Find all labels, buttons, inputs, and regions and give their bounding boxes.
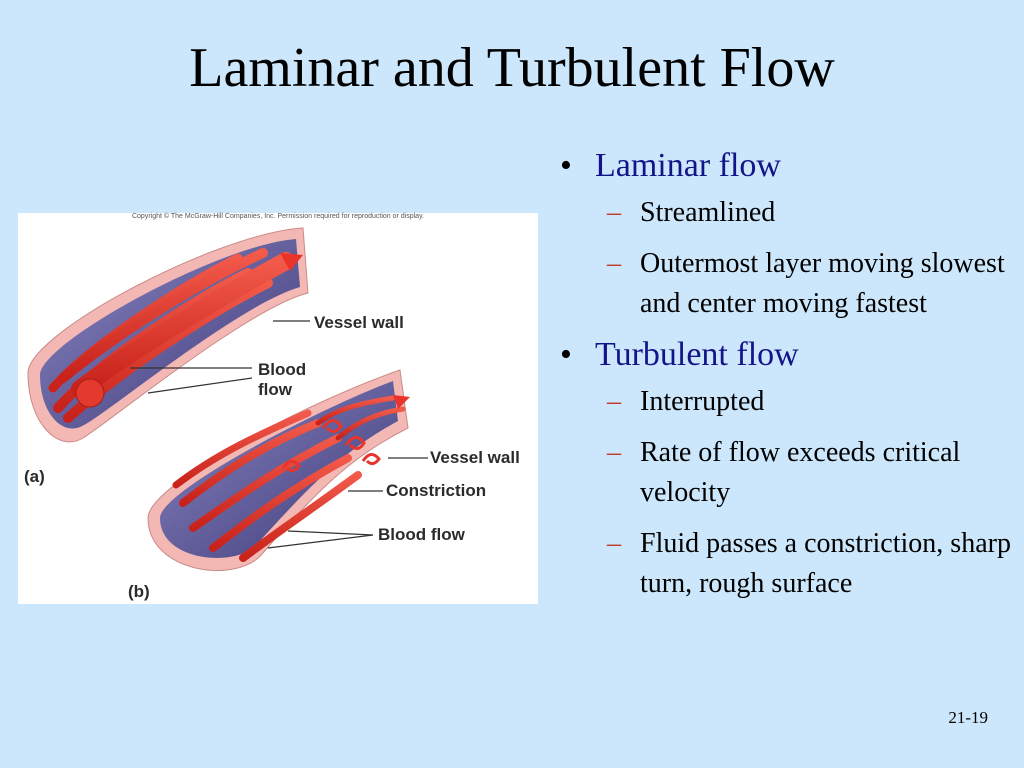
sub-bullet-constriction: – Fluid passes a constriction, sharp tur… (555, 524, 1015, 605)
bullet-turbulent-text: Turbulent flow (595, 335, 799, 373)
laminar-vessel (27, 227, 310, 443)
sub-bullet-text: Interrupted (640, 385, 765, 417)
bullet-laminar: • Laminar flow (555, 146, 1015, 185)
sub-bullet-outermost: – Outermost layer moving slowest and cen… (555, 244, 1015, 325)
label-vessel-wall-b: Vessel wall (430, 448, 520, 467)
sub-bullet-streamlined: – Streamlined (555, 193, 1015, 234)
label-blood-flow-a-line2: flow (258, 380, 292, 399)
vessel-diagram (27, 227, 428, 571)
copyright-notice: Copyright © The McGraw-Hill Companies, I… (131, 213, 424, 220)
bullet-list: • Laminar flow – Streamlined – Outermost… (555, 146, 1015, 615)
dash-marker: – (607, 385, 621, 417)
sub-bullet-text: Outermost layer moving slowest and cente… (640, 247, 1005, 320)
bullet-turbulent: • Turbulent flow (555, 335, 1015, 374)
slide-number: 21-19 (948, 708, 988, 727)
flow-illustration: Copyright © The McGraw-Hill Companies, I… (18, 213, 538, 604)
label-vessel-wall-a: Vessel wall (314, 313, 404, 332)
sub-bullet-text: Streamlined (640, 197, 776, 229)
turbulent-vessel (147, 369, 428, 571)
label-blood-flow-a-line1: Blood (258, 360, 307, 379)
bullet-dot: • (560, 147, 572, 184)
label-blood-flow-b: Blood flow (378, 525, 465, 544)
dash-marker: – (607, 247, 621, 279)
turbulence-eddies (281, 419, 381, 473)
label-constriction: Constriction (386, 481, 487, 500)
sub-bullet-rate: – Rate of flow exceeds critical velocity (555, 433, 1015, 514)
label-panel-a: (a) (24, 467, 45, 486)
slide-title: Laminar and Turbulent Flow (189, 37, 835, 99)
dash-marker: – (607, 197, 621, 229)
label-panel-b: (b) (128, 582, 150, 601)
bullet-dot: • (560, 335, 572, 373)
sub-bullet-text: Fluid passes a constriction, sharp turn,… (640, 527, 1011, 600)
sub-bullet-text: Rate of flow exceeds critical velocity (640, 436, 961, 509)
bullet-laminar-text: Laminar flow (595, 147, 781, 184)
turbulent-streams (172, 395, 406, 562)
dash-marker: – (607, 436, 621, 468)
sub-bullet-interrupted: – Interrupted (555, 382, 1015, 423)
dash-marker: – (607, 527, 621, 559)
